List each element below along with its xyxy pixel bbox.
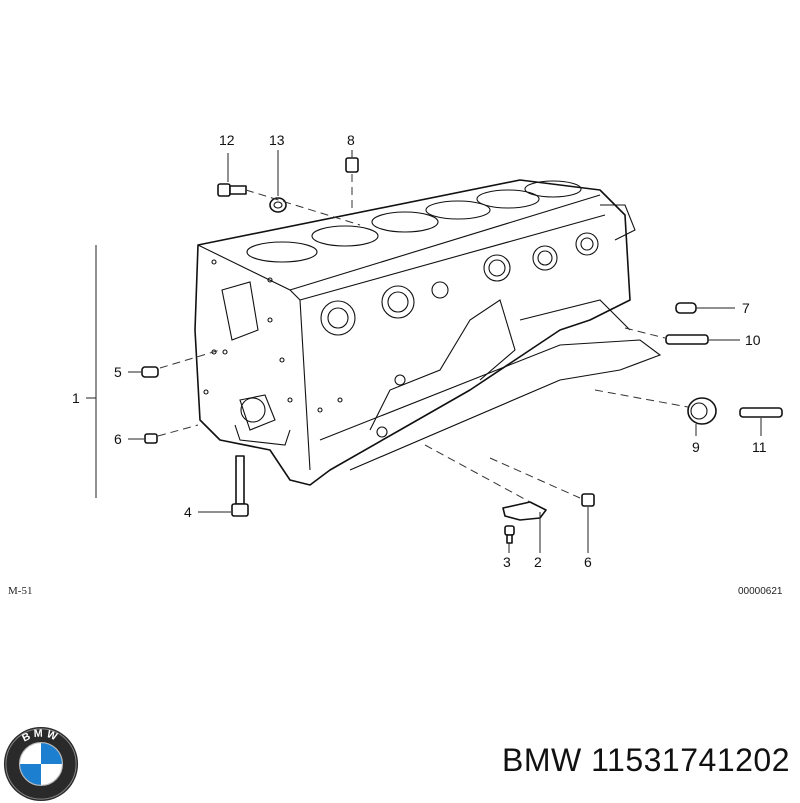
part-9-ring <box>594 389 717 436</box>
part-4-bolt <box>198 455 249 517</box>
part-5-dowel <box>128 349 221 378</box>
part-6-dowel-left <box>128 424 199 444</box>
svg-text:BMW: BMW <box>20 727 61 744</box>
callout-10: 10 <box>745 332 761 348</box>
part-13-seal <box>269 150 287 213</box>
callout-9: 9 <box>692 439 700 455</box>
engine-block <box>194 179 662 486</box>
callout-11: 11 <box>752 439 767 455</box>
part-12-bolt <box>217 153 247 197</box>
callout-5: 5 <box>114 364 122 380</box>
part-8-sleeve <box>345 150 359 173</box>
part-number-label: BMW 11531741202 <box>502 742 790 778</box>
part-10-stud <box>624 327 740 345</box>
callout-3: 3 <box>503 554 511 570</box>
callout-1: 1 <box>72 390 80 406</box>
callout-8: 8 <box>347 132 355 148</box>
callout-6-right: 6 <box>584 554 592 570</box>
part-3-bolt <box>504 525 515 553</box>
callout-12: 12 <box>219 132 235 148</box>
part-6-dowel-right <box>489 457 595 553</box>
bmw-logo: BMW <box>3 726 79 802</box>
part-11-stud <box>739 407 783 436</box>
callout-7: 7 <box>742 300 750 316</box>
diagram-code-left: M-51 <box>8 585 32 597</box>
callout-2: 2 <box>534 554 542 570</box>
callout-6-left: 6 <box>114 431 122 447</box>
part-7-sleeve <box>675 302 735 314</box>
part-2-bracket <box>424 444 547 553</box>
callout-13: 13 <box>269 132 285 148</box>
callout-4: 4 <box>184 504 192 520</box>
diagram-code-right: 00000621 <box>738 586 783 597</box>
engine-block-diagram: 1 2 3 4 5 6 6 7 8 9 10 11 12 13 M-51 000… <box>8 132 783 597</box>
